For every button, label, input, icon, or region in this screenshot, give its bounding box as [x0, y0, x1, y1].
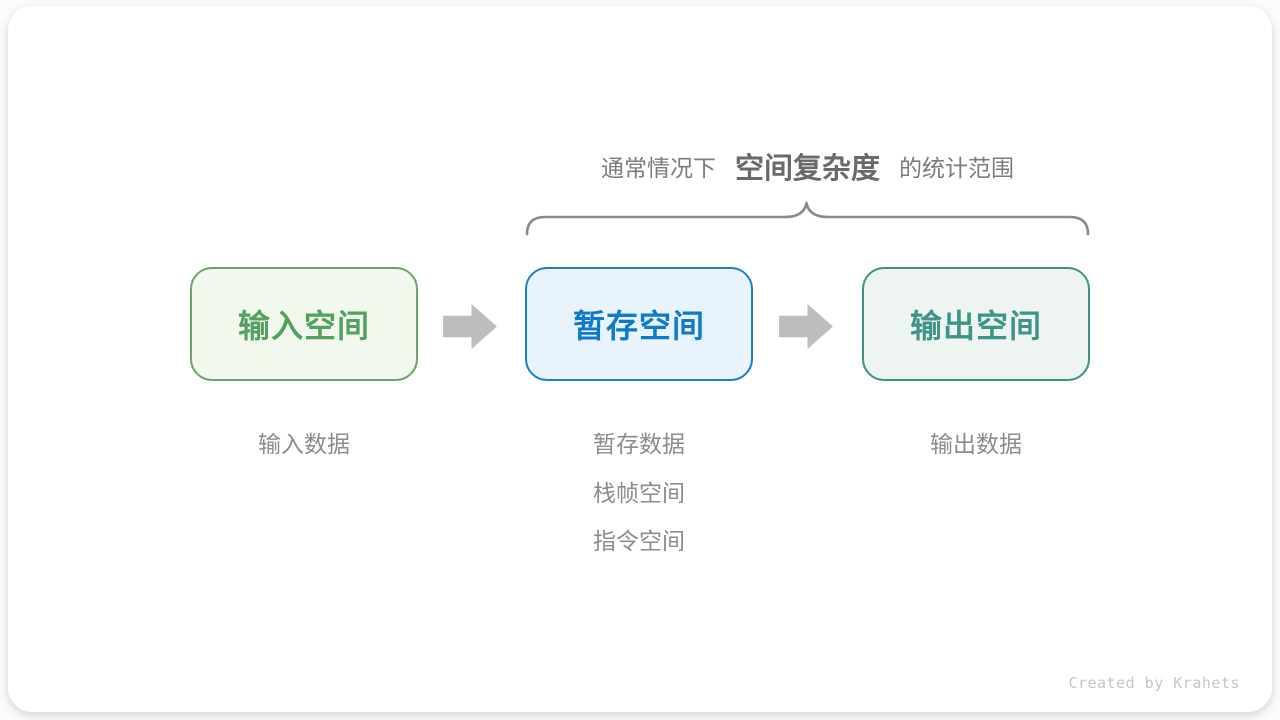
arrow-right-icon: [779, 303, 833, 350]
caption-suffix: 的统计范围: [899, 155, 1014, 181]
caption-highlight: 空间复杂度: [734, 153, 880, 185]
arrow-right-shape: [779, 303, 833, 350]
box-output-space-label: 输出空间: [909, 308, 1042, 344]
label-stack-frame-space: 栈帧空间: [593, 479, 685, 506]
label-buffer-data: 暂存数据: [593, 431, 685, 457]
box-input-space: 输入空间: [190, 267, 418, 381]
arrow-right-icon: [443, 303, 497, 350]
arrow-right-shape: [443, 303, 497, 350]
curly-brace-icon: [525, 201, 1090, 236]
curly-brace-path: [525, 201, 1090, 236]
annotation-buffer: 暂存数据 栈帧空间 指令空间: [525, 420, 753, 566]
annotation-input: 输入数据: [190, 420, 418, 469]
box-output-space: 输出空间: [862, 267, 1090, 381]
box-input-space-label: 输入空间: [237, 308, 370, 344]
label-instruction-space: 指令空间: [593, 528, 685, 554]
label-input-data: 输入数据: [258, 431, 350, 457]
annotation-output: 输出数据: [862, 420, 1090, 469]
scope-caption: 通常情况下 空间复杂度 的统计范围: [525, 146, 1090, 186]
caption-prefix: 通常情况下: [600, 155, 716, 181]
box-buffer-space: 暂存空间: [525, 267, 753, 381]
credit-text: Created by Krahets: [1068, 674, 1240, 692]
label-output-data: 输出数据: [930, 431, 1022, 457]
box-buffer-space-label: 暂存空间: [572, 308, 705, 344]
